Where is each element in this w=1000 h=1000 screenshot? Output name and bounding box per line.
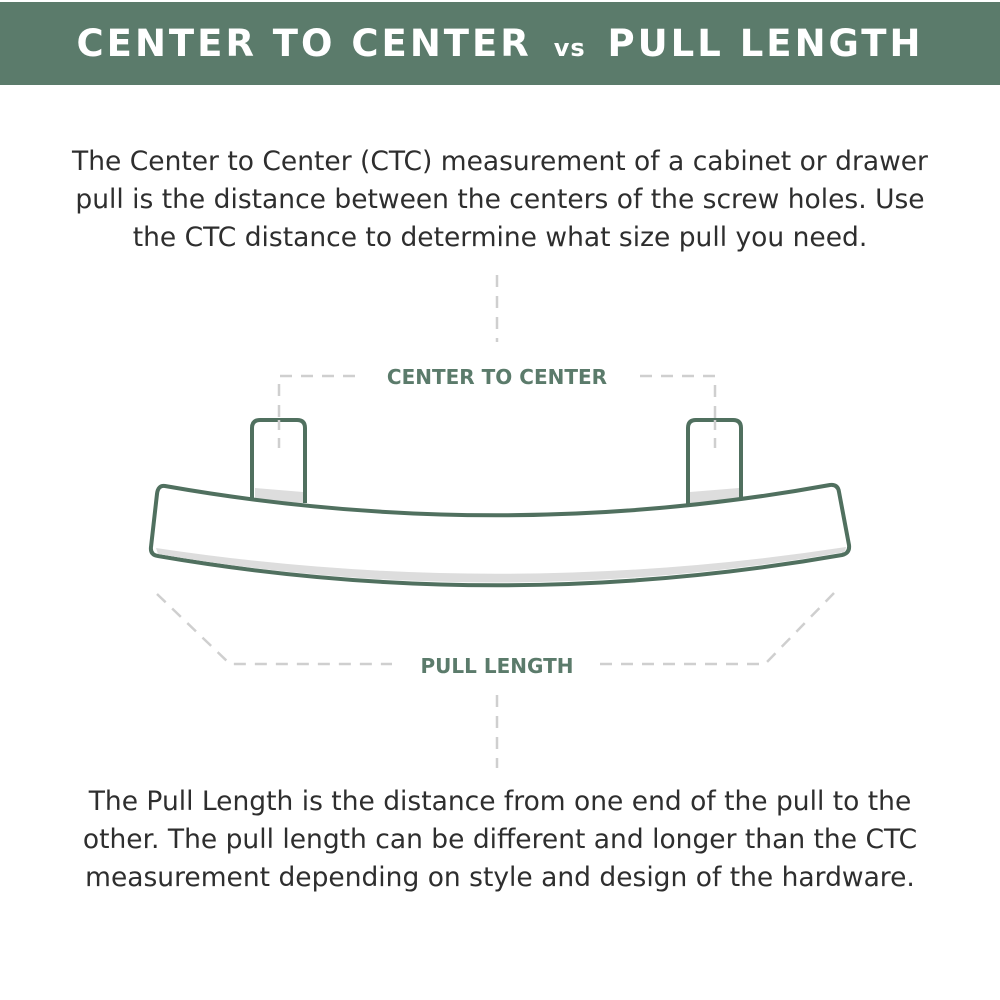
text-line: other. The pull length can be different … xyxy=(82,824,918,855)
dimension-lines xyxy=(156,275,836,768)
text-line: The Pull Length is the distance from one… xyxy=(88,786,912,817)
title-banner: CENTER TO CENTER vs PULL LENGTH xyxy=(0,2,1000,85)
text-line: measurement depending on style and desig… xyxy=(85,862,915,893)
cabinet-pull-drawing xyxy=(148,418,852,588)
title-vs: vs xyxy=(553,34,586,62)
ctc-label: CENTER TO CENTER xyxy=(387,365,607,389)
ctc-description: The Center to Center (CTC) measurement o… xyxy=(0,143,1000,257)
pull-length-label: PULL LENGTH xyxy=(421,654,574,678)
text-line: pull is the distance between the centers… xyxy=(75,184,925,215)
bar-shadow xyxy=(156,547,846,583)
ctc-right-bracket xyxy=(640,374,717,448)
pull-length-right-bracket xyxy=(600,591,836,666)
text-line: the CTC distance to determine what size … xyxy=(132,222,868,253)
pull-length-description: The Pull Length is the distance from one… xyxy=(0,783,1000,897)
title-part-ctc: CENTER TO CENTER xyxy=(76,22,532,65)
text-line: The Center to Center (CTC) measurement o… xyxy=(72,146,928,177)
title-part-pull-length: PULL LENGTH xyxy=(607,22,924,65)
pull-bar xyxy=(148,482,852,588)
pull-length-left-bracket xyxy=(156,593,392,666)
page-title: CENTER TO CENTER vs PULL LENGTH xyxy=(77,22,924,65)
ctc-left-bracket xyxy=(277,374,355,448)
